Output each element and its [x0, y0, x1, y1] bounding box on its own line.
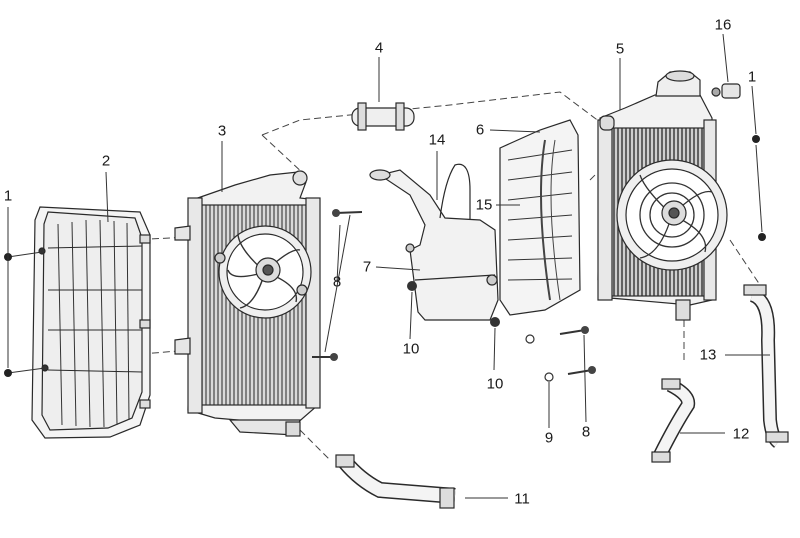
radiator-shroud-left — [31, 206, 151, 439]
screw-leader-line — [755, 144, 763, 233]
callout-11: 11 — [514, 490, 530, 508]
callout-2: 2 — [101, 152, 111, 170]
hose-right-long — [743, 284, 789, 448]
callout-13: 13 — [699, 346, 717, 364]
temperature-sensor — [711, 83, 741, 99]
screw-right-top — [752, 135, 760, 143]
washer-bottom — [544, 372, 554, 382]
callout-6: 6 — [475, 121, 485, 139]
nut-center — [407, 281, 417, 291]
washer-top — [525, 334, 535, 344]
nut-lower — [490, 317, 500, 327]
bolt-leader-line — [324, 214, 351, 353]
coolant-reservoir — [369, 163, 499, 321]
callout-4: 4 — [374, 39, 384, 57]
callout-1-left: 1 — [3, 187, 13, 205]
callout-9: 9 — [544, 429, 554, 447]
screw-right-bottom — [758, 233, 766, 241]
callout-8-right: 8 — [581, 423, 591, 441]
hose-connector — [351, 102, 415, 131]
callout-14: 14 — [428, 131, 446, 149]
callout-15: 15 — [475, 196, 493, 214]
callout-10-right: 10 — [486, 375, 504, 393]
radiator-left — [174, 170, 321, 437]
callout-10-left: 10 — [402, 340, 420, 358]
screw-left-bottom — [4, 367, 46, 377]
callout-1-right: 1 — [747, 68, 757, 86]
bolt-left-top — [332, 209, 363, 217]
callout-12: 12 — [732, 425, 750, 443]
callout-16: 16 — [714, 16, 732, 34]
bolt-left-bottom — [312, 353, 338, 361]
hose-bottom — [335, 454, 456, 509]
callout-3: 3 — [217, 122, 227, 140]
callout-7: 7 — [362, 258, 372, 276]
bolt-right-top — [559, 326, 589, 335]
radiator-right — [597, 70, 728, 321]
callout-5: 5 — [615, 40, 625, 58]
callout-8-left: 8 — [332, 273, 342, 291]
bolt-right-bottom — [567, 366, 596, 375]
hose-right-short — [651, 378, 696, 463]
radiator-grille-right — [499, 119, 581, 316]
leader-lines — [7, 33, 770, 499]
